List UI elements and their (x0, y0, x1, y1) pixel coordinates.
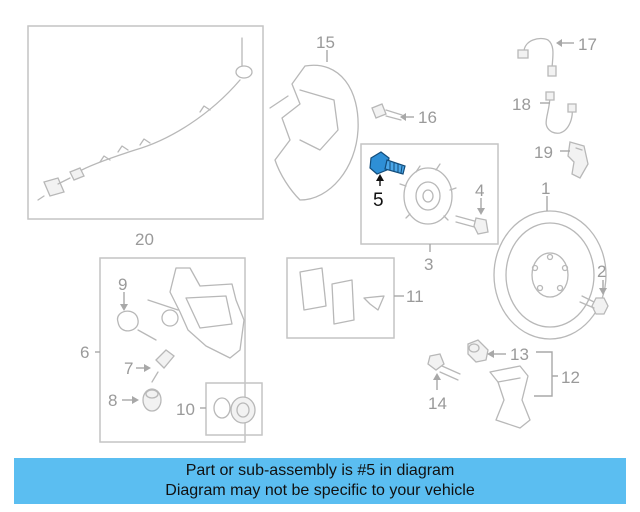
banner-line-2: Diagram may not be specific to your vehi… (165, 482, 475, 499)
label-3: 3 (424, 255, 433, 274)
label-1: 1 (541, 179, 550, 198)
label-8: 8 (108, 391, 117, 410)
label-15: 15 (316, 33, 335, 52)
label-5: 5 (373, 190, 384, 211)
label-16: 16 (418, 108, 437, 127)
label-18: 18 (512, 95, 531, 114)
label-12: 12 (561, 368, 580, 387)
part-12-carrier[interactable] (489, 365, 531, 429)
label-6: 6 (80, 343, 89, 362)
label-20: 20 (135, 230, 154, 249)
part-3-hub[interactable] (399, 163, 457, 225)
part-19-speed-sensor[interactable] (567, 141, 589, 179)
label-11: 11 (406, 287, 424, 306)
label-9: 9 (118, 275, 127, 294)
part-8-cap[interactable] (142, 388, 162, 412)
part-1-brake-disc[interactable] (493, 210, 607, 340)
label-19: 19 (534, 143, 553, 162)
part-10-seal-box (205, 382, 263, 436)
label-14: 14 (428, 394, 447, 413)
part-15-backing-plate[interactable] (269, 64, 359, 201)
part-4-stud[interactable] (455, 215, 489, 235)
label-4: 4 (475, 181, 484, 200)
label-2: 2 (597, 262, 606, 281)
part-16-bolt[interactable] (371, 103, 403, 121)
part-17-sensor[interactable] (517, 37, 557, 77)
part-11-brake-pads[interactable] (299, 267, 385, 325)
parts-diagram: 20 15 16 17 18 19 3 (27, 25, 609, 443)
banner-line-1: Part or sub-assembly is #5 in diagram (185, 462, 455, 479)
part-14-guide-bolt[interactable] (427, 353, 461, 381)
part-2-bolt[interactable] (579, 295, 609, 315)
part-11-pads-box (286, 257, 395, 339)
part-13-bushing[interactable] (467, 339, 489, 363)
label-7: 7 (124, 359, 133, 378)
part-6-caliper-box (99, 257, 246, 443)
part-10-seal-kit[interactable] (213, 396, 256, 424)
label-17: 17 (578, 35, 597, 54)
info-banner: Part or sub-assembly is #5 in diagram Di… (14, 458, 626, 504)
part-5-bolt[interactable] (369, 151, 406, 175)
part-18-sensor[interactable] (545, 91, 577, 134)
part-7-bleeder[interactable] (151, 349, 175, 383)
label-10: 10 (176, 400, 195, 419)
part-20-sensor-cable[interactable] (27, 25, 264, 220)
part-6-caliper[interactable] (147, 267, 245, 359)
part-9-clip[interactable] (116, 310, 157, 341)
label-13: 13 (510, 345, 529, 364)
